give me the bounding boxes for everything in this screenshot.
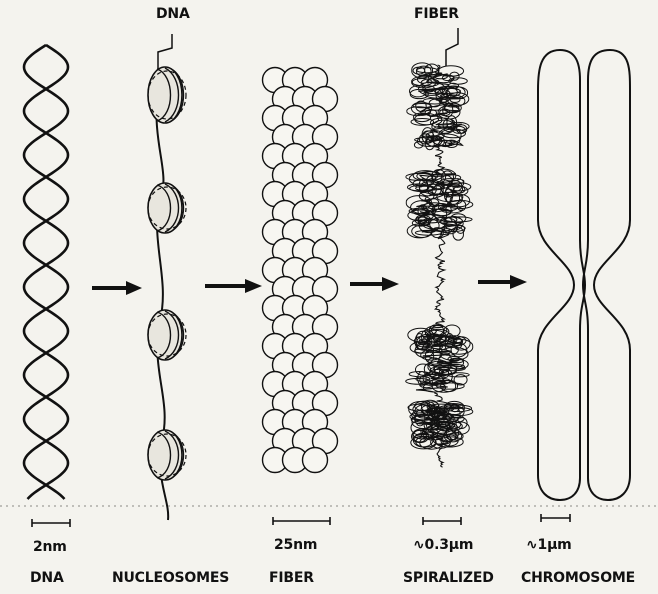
spiral-cluster-2: [406, 169, 473, 240]
spiral-cluster-4: [408, 400, 473, 449]
fiber-callout-leader: [446, 28, 458, 66]
stage-label-nucleosomes: NUCLEOSOMES: [112, 570, 229, 586]
scale-bar-dna: [32, 519, 70, 527]
arrow-2: [205, 279, 262, 293]
scale-label-chromosome: ∿1µm: [526, 537, 572, 553]
fiber-bead: [303, 448, 328, 473]
nucleosome-4: [148, 430, 186, 480]
scale-label-spiralized: ∿0.3µm: [413, 537, 473, 553]
fiber-callout-label: FIBER: [414, 6, 459, 22]
nucleosome-2: [148, 183, 186, 233]
spiralized-fiber: [406, 63, 473, 467]
nucleosome-strand: [148, 34, 186, 520]
stage-label-fiber: FIBER: [269, 570, 314, 586]
arrow-3: [350, 277, 399, 291]
stage-label-spiralized: SPIRALIZED: [403, 570, 494, 586]
arrow-1: [92, 281, 142, 295]
arrow-4: [478, 275, 527, 289]
scale-bar-fiber: [273, 517, 330, 525]
dna-callout-label: DNA: [156, 6, 190, 22]
stage-label-chromosome: CHROMOSOME: [521, 570, 635, 586]
chromosome: [538, 50, 630, 500]
scale-bar-spiralized: [423, 517, 461, 525]
nucleosome-3: [148, 310, 186, 360]
scale-label-dna: 2nm: [33, 539, 67, 555]
dna-callout-leader: [158, 34, 172, 70]
scale-label-fiber: 25nm: [274, 537, 317, 553]
nucleosome-1: [148, 67, 186, 123]
solenoid-fiber: [263, 68, 338, 473]
dna-helix: [24, 45, 68, 499]
stage-label-dna: DNA: [30, 570, 64, 586]
scale-bar-chromosome: [541, 514, 570, 522]
